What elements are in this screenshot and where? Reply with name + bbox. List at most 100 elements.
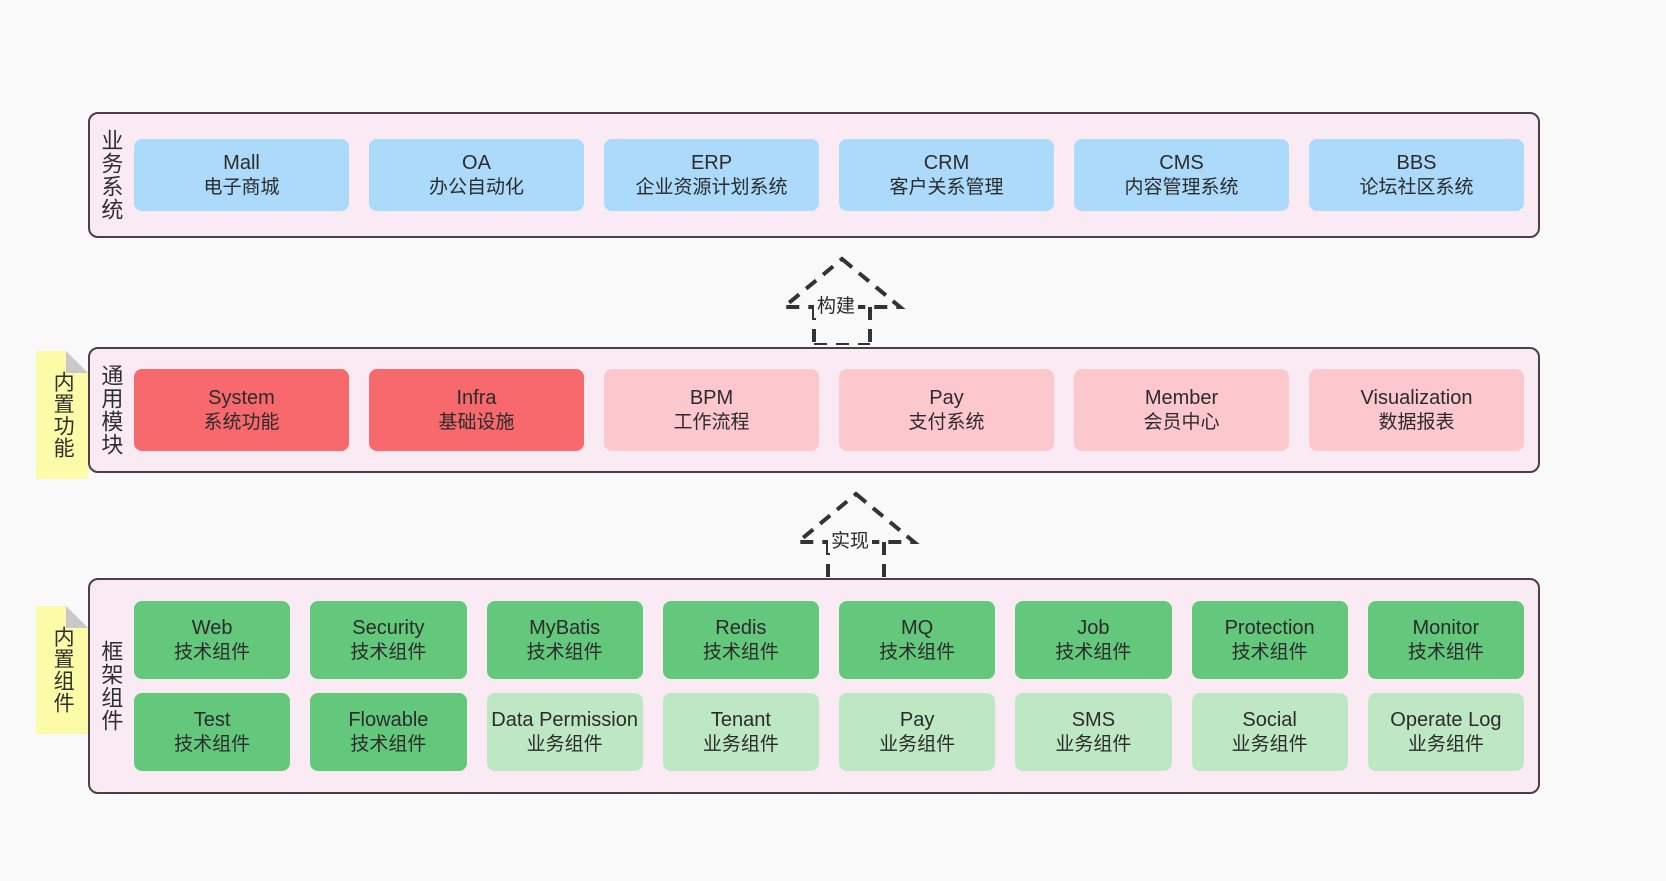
node-data-permission[interactable]: Data Permission 业务组件 xyxy=(486,693,643,771)
node-web-desc: 技术组件 xyxy=(174,641,251,663)
node-bpm[interactable]: BPM 工作流程 xyxy=(604,369,819,451)
node-system[interactable]: System 系统功能 xyxy=(134,369,349,451)
node-pay-component[interactable]: Pay 业务组件 xyxy=(839,693,996,771)
connector-realize: 实现 xyxy=(766,490,946,580)
layer-title-common-modules: 通用模块 xyxy=(98,364,124,456)
node-member[interactable]: Member 会员中心 xyxy=(1074,369,1289,451)
node-operate-log-desc: 业务组件 xyxy=(1407,733,1484,755)
node-cms-desc: 内容管理系统 xyxy=(1124,176,1239,198)
node-system-name: System xyxy=(208,387,275,410)
node-protection[interactable]: Protection 技术组件 xyxy=(1191,601,1348,679)
node-bpm-name: BPM xyxy=(689,387,734,410)
layer-title-framework-components: 框架组件 xyxy=(98,640,124,732)
node-test-desc: 技术组件 xyxy=(174,733,251,755)
connector-build-label: 构建 xyxy=(814,291,859,318)
node-protection-name: Protection xyxy=(1224,617,1315,640)
connector-build: 构建 xyxy=(752,255,932,345)
node-crm-desc: 客户关系管理 xyxy=(889,176,1004,198)
node-flowable-name: Flowable xyxy=(348,709,429,732)
node-pay-module-desc: 支付系统 xyxy=(908,411,985,433)
node-social[interactable]: Social 业务组件 xyxy=(1191,693,1348,771)
node-mall[interactable]: Mall 电子商城 xyxy=(134,139,349,211)
node-member-desc: 会员中心 xyxy=(1143,411,1220,433)
node-system-desc: 系统功能 xyxy=(203,411,280,433)
layer-framework-components: 框架组件 Web 技术组件 Security 技术组件 MyBatis 技术组件… xyxy=(88,578,1540,794)
node-data-permission-desc: 业务组件 xyxy=(526,733,603,755)
node-cms-name: CMS xyxy=(1159,152,1204,175)
connector-realize-label: 实现 xyxy=(828,526,873,553)
node-sms-name: SMS xyxy=(1071,709,1116,732)
node-bbs-desc: 论坛社区系统 xyxy=(1359,176,1474,198)
node-pay-component-desc: 业务组件 xyxy=(879,733,956,755)
node-pay-module[interactable]: Pay 支付系统 xyxy=(839,369,1054,451)
node-infra-desc: 基础设施 xyxy=(438,411,515,433)
node-web[interactable]: Web 技术组件 xyxy=(134,601,291,679)
node-operate-log[interactable]: Operate Log 业务组件 xyxy=(1367,693,1524,771)
node-test-name: Test xyxy=(193,709,231,732)
layer-common-modules: 通用模块 System 系统功能 Infra 基础设施 BPM 工作流程 Pay… xyxy=(88,347,1540,473)
node-tenant[interactable]: Tenant 业务组件 xyxy=(662,693,819,771)
node-visualization-name: Visualization xyxy=(1360,387,1473,410)
node-social-name: Social xyxy=(1242,709,1297,732)
node-test[interactable]: Test 技术组件 xyxy=(134,693,291,771)
node-pay-module-name: Pay xyxy=(929,387,964,410)
node-mybatis-name: MyBatis xyxy=(529,617,601,640)
layer-body-framework-components: Web 技术组件 Security 技术组件 MyBatis 技术组件 Redi… xyxy=(130,580,1538,792)
node-redis[interactable]: Redis 技术组件 xyxy=(662,601,819,679)
node-bbs-name: BBS xyxy=(1396,152,1437,175)
node-crm-name: CRM xyxy=(923,152,970,175)
node-visualization[interactable]: Visualization 数据报表 xyxy=(1309,369,1524,451)
node-flowable[interactable]: Flowable 技术组件 xyxy=(310,693,467,771)
node-bpm-desc: 工作流程 xyxy=(673,411,750,433)
sticky-note-builtin-components-label: 内置组件 xyxy=(51,626,75,714)
node-mybatis-desc: 技术组件 xyxy=(526,641,603,663)
node-member-name: Member xyxy=(1144,387,1219,410)
node-crm[interactable]: CRM 客户关系管理 xyxy=(839,139,1054,211)
node-security[interactable]: Security 技术组件 xyxy=(310,601,467,679)
sticky-note-builtin-features: 内置功能 xyxy=(36,351,88,479)
node-flowable-desc: 技术组件 xyxy=(350,733,427,755)
node-mybatis[interactable]: MyBatis 技术组件 xyxy=(486,601,643,679)
node-social-desc: 业务组件 xyxy=(1231,733,1308,755)
node-mall-name: Mall xyxy=(223,152,260,175)
node-oa-desc: 办公自动化 xyxy=(428,176,524,198)
node-erp[interactable]: ERP 企业资源计划系统 xyxy=(604,139,819,211)
node-data-permission-name: Data Permission xyxy=(491,709,638,732)
node-infra-name: Infra xyxy=(456,387,497,410)
node-protection-desc: 技术组件 xyxy=(1231,641,1308,663)
node-job-desc: 技术组件 xyxy=(1055,641,1132,663)
node-mq[interactable]: MQ 技术组件 xyxy=(839,601,996,679)
node-monitor-name: Monitor xyxy=(1412,617,1480,640)
node-tenant-name: Tenant xyxy=(710,709,771,732)
node-monitor[interactable]: Monitor 技术组件 xyxy=(1367,601,1524,679)
common-modules-row: System 系统功能 Infra 基础设施 BPM 工作流程 Pay 支付系统… xyxy=(134,369,1524,451)
node-monitor-desc: 技术组件 xyxy=(1407,641,1484,663)
node-operate-log-name: Operate Log xyxy=(1390,709,1502,732)
layer-body-business-system: Mall 电子商城 OA 办公自动化 ERP 企业资源计划系统 CRM 客户关系… xyxy=(130,114,1538,236)
node-security-name: Security xyxy=(352,617,425,640)
node-redis-name: Redis xyxy=(715,617,767,640)
framework-business-row: Test 技术组件 Flowable 技术组件 Data Permission … xyxy=(134,693,1524,771)
layer-body-common-modules: System 系统功能 Infra 基础设施 BPM 工作流程 Pay 支付系统… xyxy=(130,349,1538,471)
node-infra[interactable]: Infra 基础设施 xyxy=(369,369,584,451)
node-mall-desc: 电子商城 xyxy=(203,176,280,198)
sticky-note-builtin-features-label: 内置功能 xyxy=(51,371,75,459)
node-bbs[interactable]: BBS 论坛社区系统 xyxy=(1309,139,1524,211)
node-mq-name: MQ xyxy=(901,617,934,640)
node-oa[interactable]: OA 办公自动化 xyxy=(369,139,584,211)
node-visualization-desc: 数据报表 xyxy=(1378,411,1455,433)
node-sms[interactable]: SMS 业务组件 xyxy=(1015,693,1172,771)
framework-tech-row: Web 技术组件 Security 技术组件 MyBatis 技术组件 Redi… xyxy=(134,601,1524,679)
node-sms-desc: 业务组件 xyxy=(1055,733,1132,755)
node-cms[interactable]: CMS 内容管理系统 xyxy=(1074,139,1289,211)
node-erp-name: ERP xyxy=(690,152,733,175)
node-oa-name: OA xyxy=(462,152,491,175)
node-redis-desc: 技术组件 xyxy=(702,641,779,663)
business-system-row: Mall 电子商城 OA 办公自动化 ERP 企业资源计划系统 CRM 客户关系… xyxy=(134,139,1524,211)
node-pay-component-name: Pay xyxy=(899,709,935,732)
sticky-note-builtin-components: 内置组件 xyxy=(36,606,88,734)
node-job-name: Job xyxy=(1077,617,1110,640)
layer-business-system: 业务系统 Mall 电子商城 OA 办公自动化 ERP 企业资源计划系统 CRM… xyxy=(88,112,1540,238)
node-job[interactable]: Job 技术组件 xyxy=(1015,601,1172,679)
node-security-desc: 技术组件 xyxy=(350,641,427,663)
